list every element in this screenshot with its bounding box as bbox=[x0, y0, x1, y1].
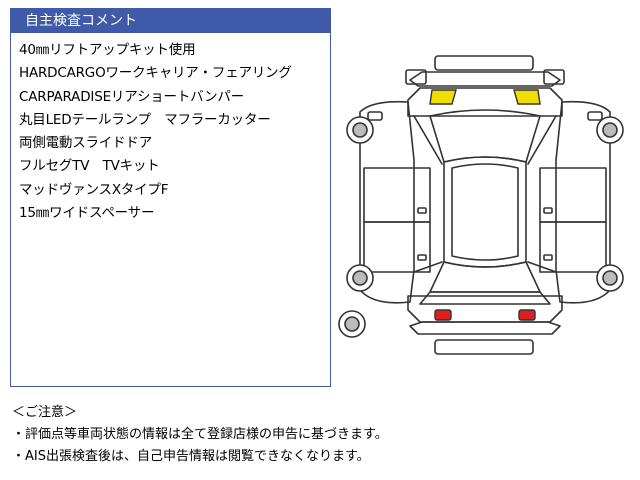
front-left-wheel-icon bbox=[346, 116, 374, 144]
hood bbox=[407, 87, 563, 117]
left-side-body bbox=[359, 100, 415, 304]
left-door-handle bbox=[417, 207, 427, 214]
right-a-pillar bbox=[527, 115, 557, 165]
right-mirror bbox=[587, 111, 603, 121]
roof bbox=[443, 156, 527, 268]
front-left-corner bbox=[405, 69, 427, 85]
rear-right-lamp-mark bbox=[518, 309, 536, 321]
left-rear-door bbox=[363, 221, 431, 273]
roof-panel bbox=[451, 163, 519, 261]
front-bumper bbox=[409, 71, 561, 87]
right-front-door bbox=[539, 167, 607, 223]
comment-item: CARPARADISEリアショートバンパー bbox=[19, 88, 245, 105]
notice-section: ＜ご注意＞ ・評価点等車両状態の情報は全て登録店様の申告に基づきます。 ・AIS… bbox=[12, 402, 632, 468]
notice-line: ・評価点等車両状態の情報は全て登録店様の申告に基づきます。 bbox=[12, 427, 388, 442]
right-rear-door-handle bbox=[543, 254, 553, 261]
notice-heading: ＜ご注意＞ bbox=[12, 405, 78, 420]
right-rear-door bbox=[539, 221, 607, 273]
notice-line: ・AIS出張検査後は、自己申告情報は閲覧できなくなります。 bbox=[12, 449, 370, 464]
rear-glass bbox=[429, 261, 541, 293]
inspection-comment-title: 自主検査コメント bbox=[11, 9, 330, 33]
right-c-pillar bbox=[527, 261, 557, 273]
spare-wheel-icon bbox=[338, 310, 366, 338]
rear-left-wheel-icon bbox=[346, 264, 374, 292]
inspection-comment-panel: 自主検査コメント 40㎜リフトアップキット使用 HARDCARGOワークキャリア… bbox=[10, 8, 331, 387]
comment-item: マッドヴァンスXタイプF bbox=[19, 181, 169, 198]
rear-bumper-bottom bbox=[434, 339, 534, 355]
left-a-pillar bbox=[413, 115, 443, 165]
left-rear-door-handle bbox=[417, 254, 427, 261]
vehicle-condition-diagram bbox=[338, 55, 624, 355]
front-bumper-top bbox=[434, 55, 534, 71]
front-right-wheel-icon bbox=[596, 116, 624, 144]
inspection-comment-list: 40㎜リフトアップキット使用 HARDCARGOワークキャリア・フェアリング C… bbox=[11, 33, 330, 225]
front-right-corner bbox=[543, 69, 565, 85]
left-mirror bbox=[367, 111, 383, 121]
comment-item: 40㎜リフトアップキット使用 bbox=[19, 42, 196, 58]
right-side-body bbox=[555, 100, 611, 304]
comment-item: 両側電動スライドドア bbox=[19, 135, 152, 152]
front-right-lamp-mark bbox=[513, 89, 541, 105]
left-front-door bbox=[363, 167, 431, 223]
rear-body bbox=[407, 295, 563, 323]
comment-item: HARDCARGOワークキャリア・フェアリング bbox=[19, 65, 292, 82]
windshield bbox=[429, 109, 541, 163]
rear-right-wheel-icon bbox=[596, 264, 624, 292]
comment-item: 丸目LEDテールランプ マフラーカッター bbox=[19, 111, 271, 128]
rear-bumper bbox=[409, 321, 561, 335]
comment-item: 15㎜ワイドスペーサー bbox=[19, 205, 155, 222]
comment-item: フルセグTV TVキット bbox=[19, 158, 160, 175]
left-c-pillar bbox=[413, 261, 443, 273]
front-left-lamp-mark bbox=[429, 89, 457, 105]
rear-left-lamp-mark bbox=[434, 309, 452, 321]
tailgate bbox=[419, 291, 551, 305]
right-door-handle bbox=[543, 207, 553, 214]
